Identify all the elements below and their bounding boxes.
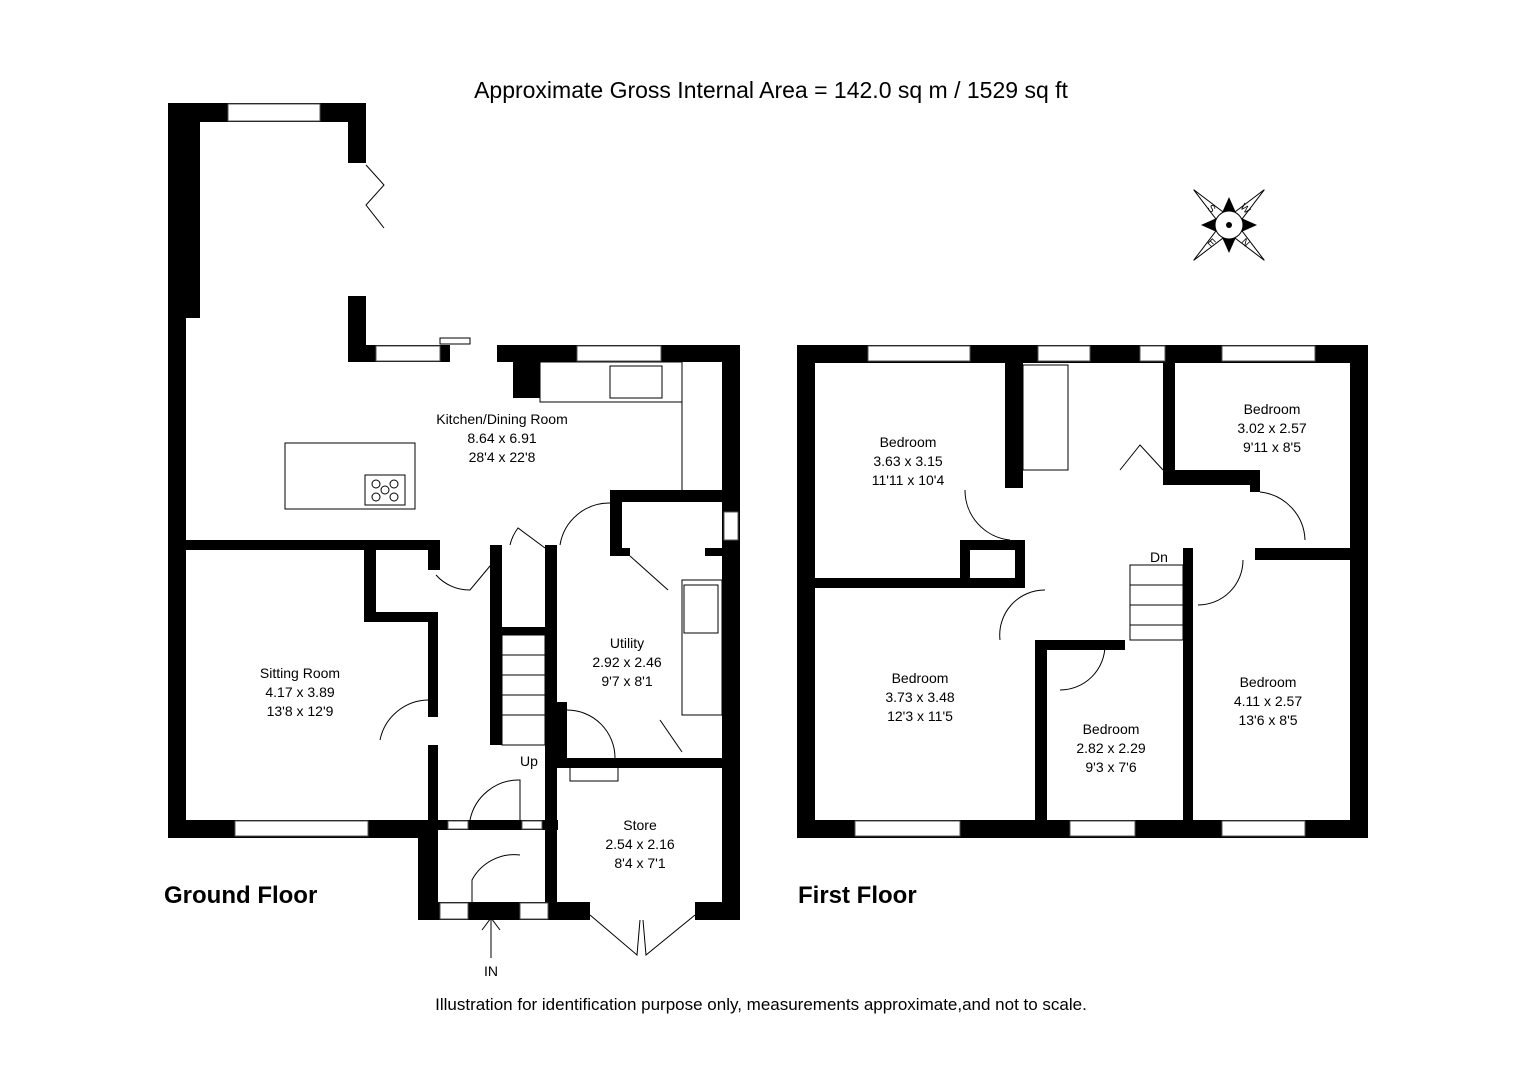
svg-text:9'3 x 7'6: 9'3 x 7'6 xyxy=(1085,759,1136,775)
svg-text:Bedroom: Bedroom xyxy=(1240,674,1297,690)
svg-text:4.11 x 2.57: 4.11 x 2.57 xyxy=(1234,693,1302,709)
disclaimer: Illustration for identification purpose … xyxy=(435,995,1087,1014)
svg-text:Utility: Utility xyxy=(610,635,644,651)
svg-text:8'4 x 7'1: 8'4 x 7'1 xyxy=(614,855,665,871)
room-bedroom-3: Bedroom 3.73 x 3.48 12'3 x 11'5 xyxy=(885,670,954,724)
gross-area-title: Approximate Gross Internal Area = 142.0 … xyxy=(474,77,1068,103)
svg-text:28'4 x 22'8: 28'4 x 22'8 xyxy=(469,449,536,465)
room-bedroom-1: Bedroom 3.63 x 3.15 11'11 x 10'4 xyxy=(872,434,945,488)
stairs-up-label: Up xyxy=(520,753,538,769)
compass-rose-icon: S W E N xyxy=(1193,189,1265,261)
room-store: Store 2.54 x 2.16 8'4 x 7'1 xyxy=(605,817,674,871)
svg-text:13'8 x 12'9: 13'8 x 12'9 xyxy=(267,703,334,719)
svg-text:2.54 x 2.16: 2.54 x 2.16 xyxy=(605,836,674,852)
svg-text:Bedroom: Bedroom xyxy=(892,670,949,686)
room-bedroom-4: Bedroom 2.82 x 2.29 9'3 x 7'6 xyxy=(1076,721,1145,775)
svg-text:2.92 x 2.46: 2.92 x 2.46 xyxy=(592,654,661,670)
svg-text:2.82 x 2.29: 2.82 x 2.29 xyxy=(1076,740,1145,756)
svg-text:12'3 x 11'5: 12'3 x 11'5 xyxy=(887,708,953,724)
svg-text:Bedroom: Bedroom xyxy=(880,434,937,450)
svg-text:Sitting Room: Sitting Room xyxy=(260,665,340,681)
svg-text:3.73 x 3.48: 3.73 x 3.48 xyxy=(885,689,954,705)
entrance-label: IN xyxy=(484,963,498,979)
room-sitting-room: Sitting Room 4.17 x 3.89 13'8 x 12'9 xyxy=(260,665,340,719)
svg-text:Bedroom: Bedroom xyxy=(1244,401,1301,417)
svg-text:13'6 x 8'5: 13'6 x 8'5 xyxy=(1238,712,1297,728)
svg-text:Kitchen/Dining Room: Kitchen/Dining Room xyxy=(436,411,568,427)
first-floor-label: First Floor xyxy=(798,882,917,909)
svg-text:Store: Store xyxy=(623,817,657,833)
first-floor-walls xyxy=(797,345,1368,838)
svg-text:9'11 x 8'5: 9'11 x 8'5 xyxy=(1243,439,1301,455)
room-utility: Utility 2.92 x 2.46 9'7 x 8'1 xyxy=(592,635,661,689)
ground-floor-label: Ground Floor xyxy=(164,882,317,909)
room-bedroom-5: Bedroom 4.11 x 2.57 13'6 x 8'5 xyxy=(1234,674,1302,728)
svg-text:11'11 x 10'4: 11'11 x 10'4 xyxy=(872,472,945,488)
svg-text:Bedroom: Bedroom xyxy=(1083,721,1140,737)
room-bedroom-2: Bedroom 3.02 x 2.57 9'11 x 8'5 xyxy=(1237,401,1306,455)
svg-text:8.64 x 6.91: 8.64 x 6.91 xyxy=(467,430,536,446)
svg-text:9'7 x 8'1: 9'7 x 8'1 xyxy=(601,673,652,689)
room-kitchen-dining: Kitchen/Dining Room 8.64 x 6.91 28'4 x 2… xyxy=(436,411,568,465)
stairs-down-label: Dn xyxy=(1150,549,1168,565)
svg-text:4.17 x 3.89: 4.17 x 3.89 xyxy=(265,684,334,700)
ground-floor-walls xyxy=(168,103,740,958)
svg-text:3.63 x 3.15: 3.63 x 3.15 xyxy=(873,453,942,469)
svg-text:3.02 x 2.57: 3.02 x 2.57 xyxy=(1237,420,1306,436)
